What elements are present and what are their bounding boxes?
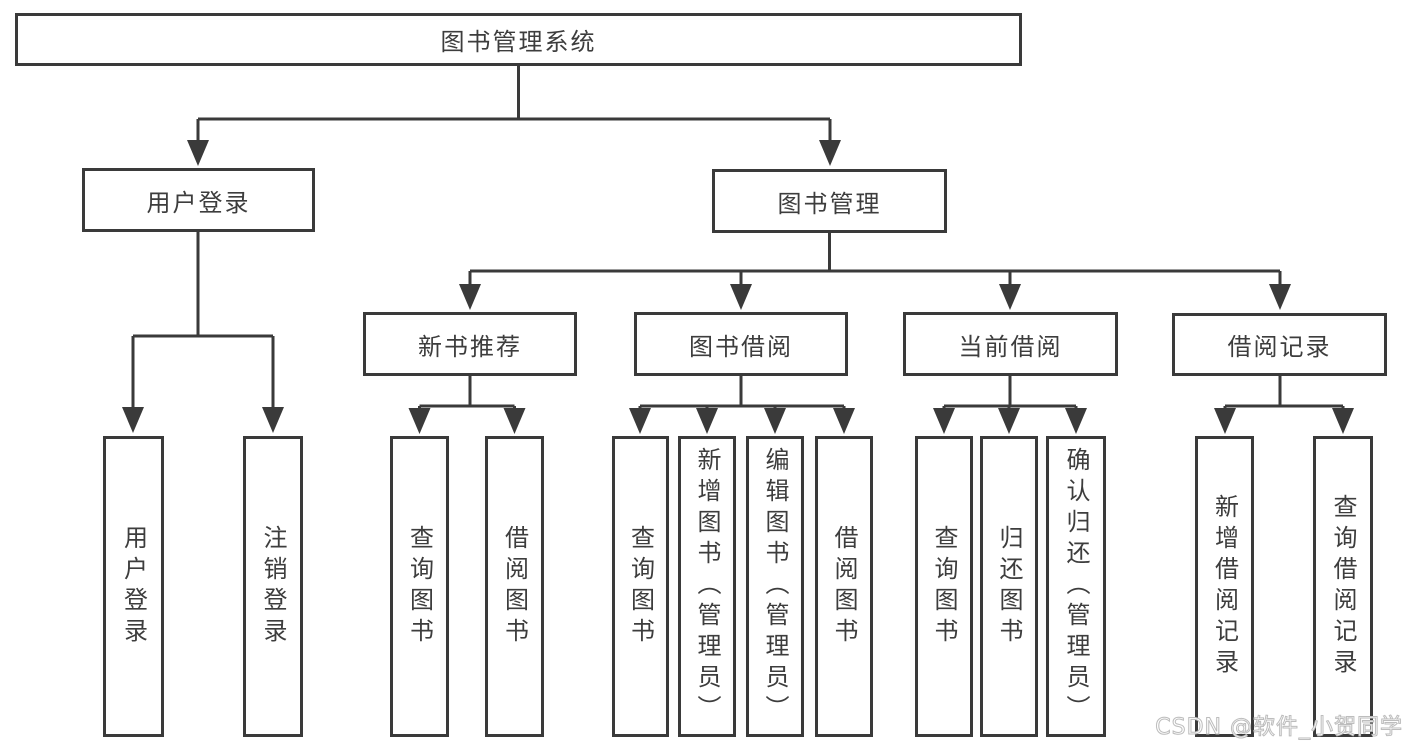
arrowhead-user-login xyxy=(187,140,209,166)
leaf-bb-query-books-label: 查询图书 xyxy=(626,524,655,649)
node-new-books: 新书推荐 xyxy=(363,312,577,376)
leaf-cb-query-books: 查询图书 xyxy=(915,436,973,737)
csdn-watermark: CSDN @软件_小贺同学 xyxy=(1155,715,1403,741)
arrowhead-logout-leaf xyxy=(262,407,284,433)
leaf-user-login-label: 用户登录 xyxy=(119,524,148,649)
arrowhead-bb-borrow xyxy=(833,408,855,434)
arrowhead-new-books xyxy=(459,284,481,310)
arrowhead-nb-query xyxy=(408,408,431,434)
node-user-login-label: 用户登录 xyxy=(146,188,251,217)
connector-book-borrow-children xyxy=(629,376,855,434)
arrowhead-bb-edit xyxy=(764,408,786,434)
leaf-nb-borrow-books-label: 借阅图书 xyxy=(500,524,529,649)
leaf-bb-edit-books-label: 编辑图书（管理员） xyxy=(761,447,789,726)
leaf-cb-return-books: 归还图书 xyxy=(980,436,1038,737)
node-root-label: 图书管理系统 xyxy=(440,28,597,56)
arrowhead-cb-confirm xyxy=(1065,408,1087,434)
arrowhead-bb-query xyxy=(629,408,651,434)
leaf-nb-query-books-label: 查询图书 xyxy=(405,524,434,649)
leaf-br-add-record: 新增借阅记录 xyxy=(1195,436,1254,737)
arrowhead-nb-borrow xyxy=(503,408,526,434)
connector-user-login-children xyxy=(122,232,284,433)
leaf-br-query-record: 查询借阅记录 xyxy=(1313,436,1373,737)
arrowhead-br-add xyxy=(1214,408,1236,434)
leaf-bb-add-books-label: 新增图书（管理员） xyxy=(693,447,721,726)
leaf-bb-edit-books: 编辑图书（管理员） xyxy=(746,436,804,737)
leaf-logout: 注销登录 xyxy=(243,436,303,737)
arrowhead-user-login-leaf xyxy=(122,407,144,433)
connector-book-mgmt-children xyxy=(459,233,1291,310)
node-book-borrow: 图书借阅 xyxy=(634,312,848,376)
node-current-borrow: 当前借阅 xyxy=(903,312,1118,376)
node-borrow-records: 借阅记录 xyxy=(1172,313,1387,376)
arrowhead-book-borrow xyxy=(730,284,752,310)
leaf-cb-confirm-return: 确认归还（管理员） xyxy=(1046,436,1106,737)
node-current-borrow-label: 当前借阅 xyxy=(958,332,1063,361)
connector-root-to-level2 xyxy=(187,66,841,166)
arrowhead-cb-return xyxy=(998,408,1020,434)
connector-current-borrow-children xyxy=(933,376,1087,434)
node-user-login: 用户登录 xyxy=(82,168,315,232)
arrowhead-borrow-records xyxy=(1269,284,1291,310)
node-borrow-records-label: 借阅记录 xyxy=(1227,333,1332,361)
leaf-bb-add-books: 新增图书（管理员） xyxy=(678,436,736,737)
leaf-br-query-record-label: 查询借阅记录 xyxy=(1329,493,1357,680)
leaf-logout-label: 注销登录 xyxy=(259,524,287,649)
arrowhead-current-borrow xyxy=(999,284,1021,310)
node-root: 图书管理系统 xyxy=(15,13,1022,66)
leaf-cb-confirm-return-label: 确认归还（管理员） xyxy=(1062,447,1090,726)
arrowhead-bb-add xyxy=(696,408,718,434)
node-book-mgmt: 图书管理 xyxy=(712,169,947,233)
node-book-mgmt-label: 图书管理 xyxy=(777,189,882,218)
leaf-nb-query-books: 查询图书 xyxy=(390,436,449,737)
leaf-br-add-record-label: 新增借阅记录 xyxy=(1210,493,1239,680)
leaf-bb-borrow-books-label: 借阅图书 xyxy=(830,524,858,649)
leaf-user-login: 用户登录 xyxy=(103,436,164,737)
node-new-books-label: 新书推荐 xyxy=(418,332,522,361)
arrowhead-cb-query xyxy=(933,408,955,434)
leaf-bb-query-books: 查询图书 xyxy=(612,436,669,737)
connector-new-books-children xyxy=(408,376,526,434)
arrowhead-br-query xyxy=(1332,408,1354,434)
leaf-cb-query-books-label: 查询图书 xyxy=(930,524,958,649)
leaf-nb-borrow-books: 借阅图书 xyxy=(485,436,544,737)
leaf-cb-return-books-label: 归还图书 xyxy=(995,524,1023,649)
leaf-bb-borrow-books: 借阅图书 xyxy=(815,436,873,737)
arrowhead-book-mgmt xyxy=(819,140,841,166)
connector-borrow-records-children xyxy=(1214,376,1354,434)
node-book-borrow-label: 图书借阅 xyxy=(689,332,793,361)
